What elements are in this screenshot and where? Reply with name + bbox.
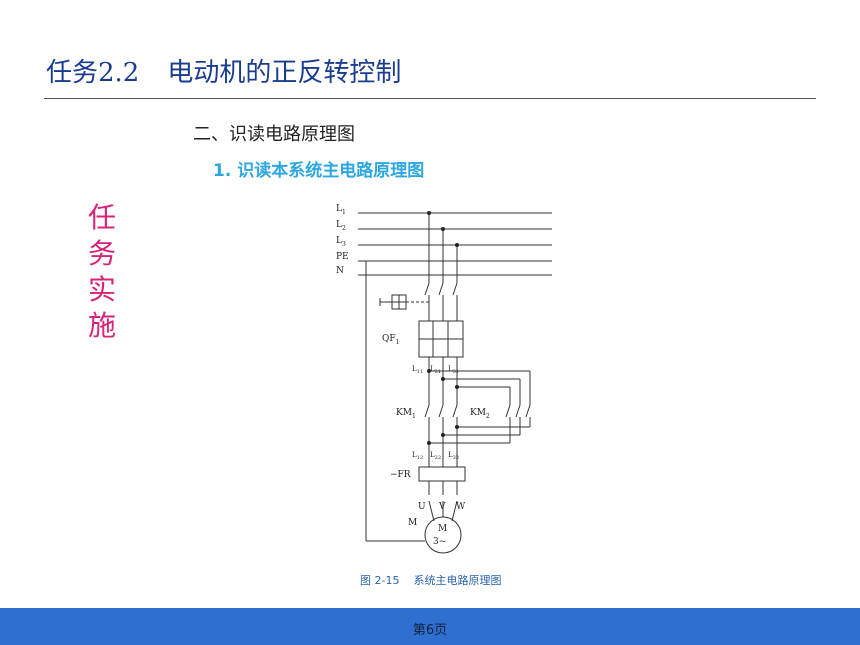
label-l21: L21 [430, 365, 441, 375]
label-qf1: QF1 [382, 334, 399, 346]
label-w: W [456, 502, 466, 512]
side-label-char: 务 [87, 237, 116, 270]
label-motor: M [408, 518, 417, 528]
main-circuit-diagram: L1 L2 L3 PE N QF1 L11 L21 L31 KM1 KM2 L1… [336, 204, 552, 554]
page-number: 第6页 [412, 623, 448, 638]
task-code: 任务2.2 [46, 58, 140, 88]
subsection-heading: 1. 识读本系统主电路原理图 [213, 161, 425, 181]
label-bus-l1: L1 [336, 204, 346, 216]
side-label-task-implementation: 任 务 实 施 [84, 200, 120, 344]
label-l12: L12 [412, 451, 423, 461]
slide-title: 任务2.2 电动机的正反转控制 [46, 52, 401, 89]
label-l32: L32 [448, 451, 459, 461]
title-divider [44, 98, 816, 99]
footer-bar: 第6页 [0, 608, 860, 645]
label-bus-n: N [336, 266, 344, 276]
label-bus-pe: PE [336, 252, 349, 262]
motor-symbol-phase: 3∼ [433, 537, 446, 547]
label-u: U [418, 502, 426, 512]
label-bus-l2: L2 [336, 220, 346, 232]
figure-caption: 图 2-15 系统主电路原理图 [360, 572, 501, 588]
label-km1: KM1 [396, 408, 416, 420]
motor-symbol-m: M [438, 524, 447, 534]
side-label-char: 实 [87, 273, 116, 306]
task-title: 电动机的正反转控制 [167, 58, 402, 88]
section-heading: 二、识读电路原理图 [193, 124, 355, 145]
label-km2: KM2 [470, 408, 490, 420]
label-l22: L22 [430, 451, 441, 461]
side-label-char: 施 [87, 309, 116, 342]
label-bus-l3: L3 [336, 236, 346, 248]
figure-title: 系统主电路原理图 [413, 574, 502, 587]
label-fr: −FR [390, 470, 411, 480]
label-l31: L31 [448, 365, 459, 375]
label-l11: L11 [412, 365, 423, 375]
figure-number: 图 2-15 [360, 574, 400, 587]
label-v: V [438, 502, 446, 512]
side-label-char: 任 [87, 201, 116, 234]
